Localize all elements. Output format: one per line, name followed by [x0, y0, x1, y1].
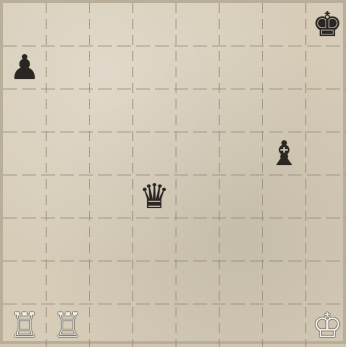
black-bishop[interactable]: ♝: [263, 132, 306, 175]
white-rook-b1[interactable]: ♖: [46, 304, 89, 347]
black-pawn[interactable]: ♟: [3, 46, 46, 89]
black-king[interactable]: ♚: [306, 3, 346, 46]
white-king[interactable]: ♔: [306, 304, 346, 347]
black-queen[interactable]: ♛: [133, 175, 176, 218]
white-rook-a1[interactable]: ♖: [3, 304, 46, 347]
